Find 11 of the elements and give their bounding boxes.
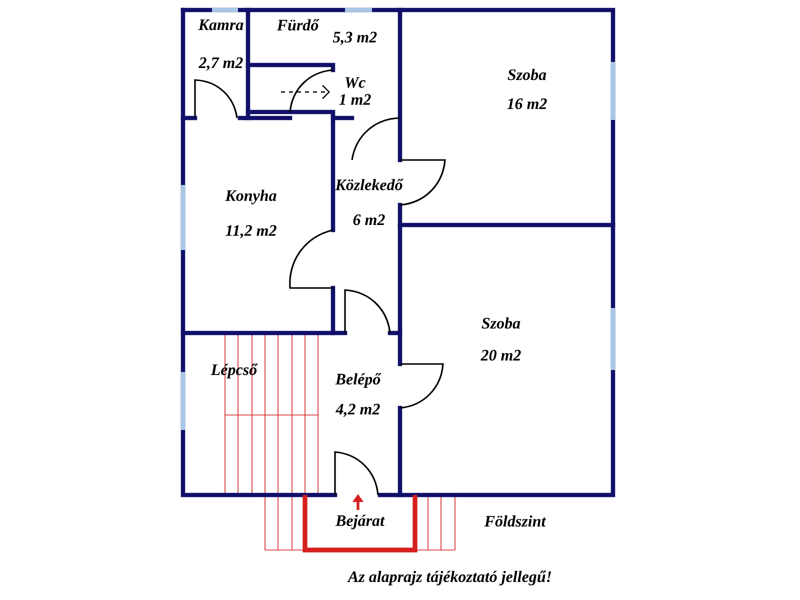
room-label: Közlekedő 6 m2 (335, 178, 404, 226)
floor-label: Földszint (484, 515, 546, 527)
room-label: Szoba 16 m2 (507, 68, 547, 110)
room-label: Kamra 2,7 m2 (198, 20, 244, 70)
room-label: Konyha 11,2 m2 (225, 190, 276, 238)
room-label: Fürdő 5,3 m2 (276, 19, 377, 45)
entrance-box: Bejárat (302, 495, 418, 552)
room-label: Wc 1 m2 (339, 77, 371, 105)
room-label: Szoba 20 m2 (480, 317, 521, 361)
room-label: Belépő 4,2 m2 (335, 373, 382, 417)
caption: Az alaprajz tájékoztató jellegű! (347, 570, 552, 586)
